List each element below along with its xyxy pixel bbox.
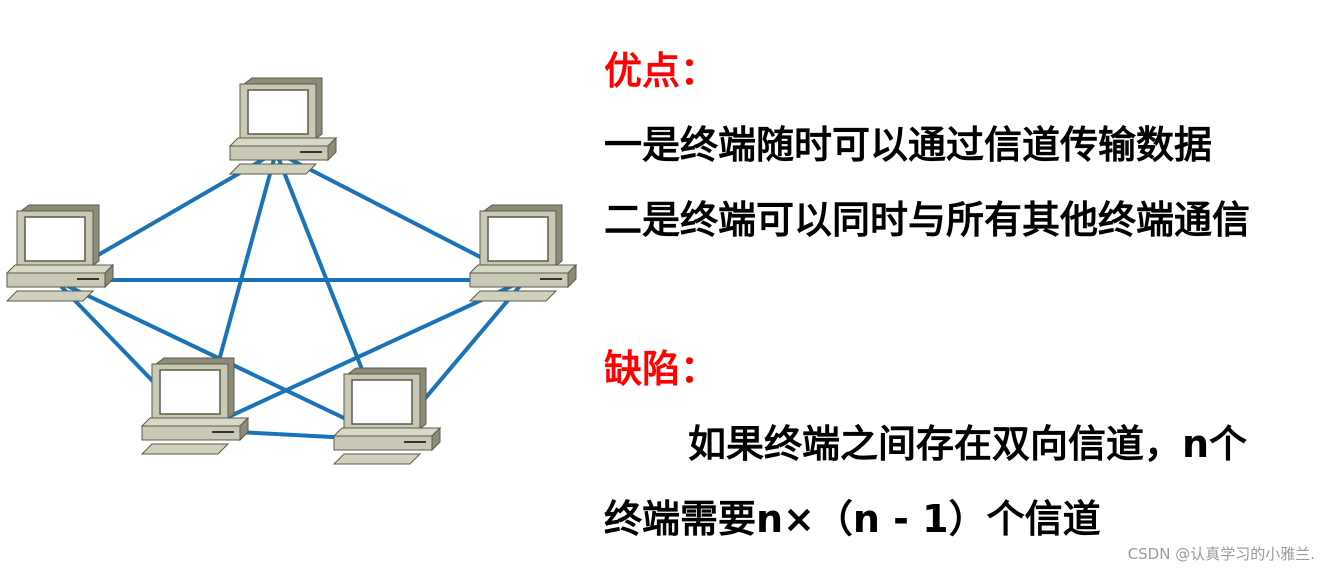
advantage-line-1: 一是终端随时可以通过信道传输数据 [604,123,1213,167]
computer-icon [140,357,250,455]
computer-icon [228,77,338,175]
disadvantage-line-1: 如果终端之间存在双向信道，n个 [688,422,1248,466]
watermark: CSDN @认真学习的小雅兰. [1127,545,1315,563]
links-layer [53,150,527,442]
computer-icon [468,204,578,302]
advantages-title: 优点： [604,49,719,93]
link-right-bottom-left [199,278,526,432]
advantage-line-2: 二是终端可以同时与所有其他终端通信 [604,198,1251,242]
computer-icon [5,204,115,302]
mesh-network-diagram [5,77,578,465]
nodes-layer [5,77,578,465]
computer-icon [332,367,442,465]
disadvantage-line-2: 终端需要n×（n - 1）个信道 [604,497,1101,541]
disadvantages-title: 缺陷： [604,347,719,391]
